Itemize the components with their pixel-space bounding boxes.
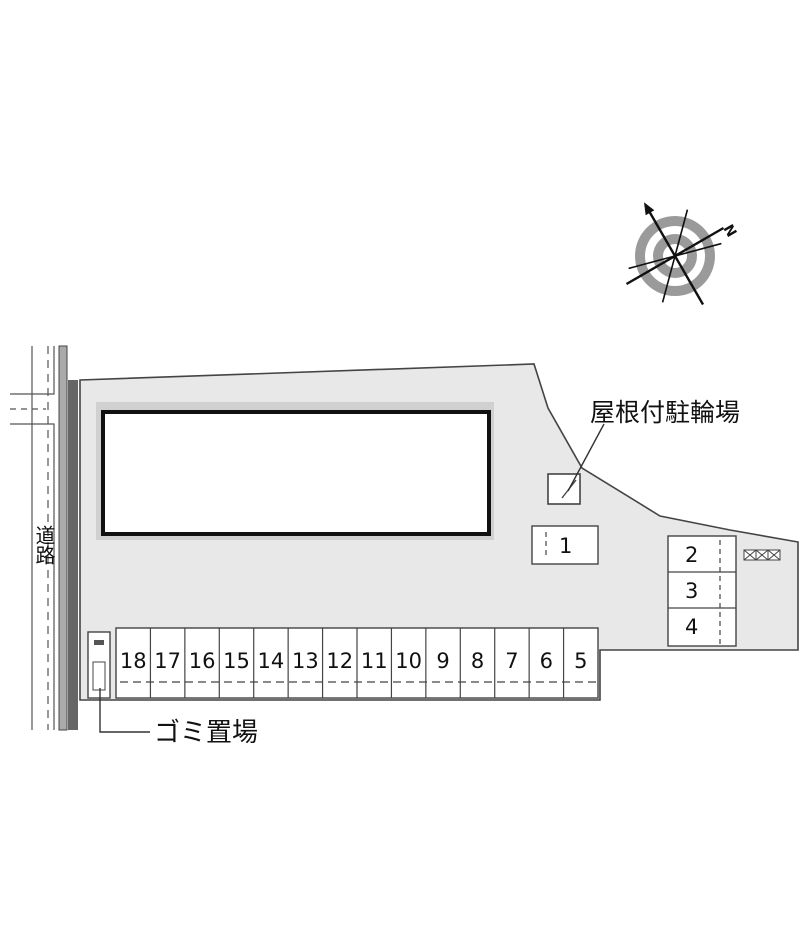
compass-north-label: N: [720, 222, 740, 240]
garbage-label: ゴミ置場: [154, 718, 258, 748]
utility-boxes: [743, 549, 781, 561]
garbage-area: ゴミ置場: [87, 631, 258, 748]
parking-number-7: 7: [505, 649, 518, 673]
bicycle-parking-label: 屋根付駐輪場: [590, 398, 740, 427]
road: 道路: [10, 345, 78, 731]
parking-number-15: 15: [223, 649, 250, 673]
bicycle-parking: 屋根付駐輪場: [547, 398, 740, 505]
parking-number-4: 4: [685, 615, 698, 639]
parking-number-12: 12: [326, 649, 353, 673]
parking-right-column: 2 3 4: [667, 535, 737, 647]
parking-number-5: 5: [574, 649, 587, 673]
building: [101, 410, 491, 536]
parking-number-14: 14: [258, 649, 285, 673]
compass-rose: N: [625, 202, 740, 306]
fence-hatch: [68, 380, 78, 730]
garbage-leader: [99, 688, 150, 733]
parking-number-9: 9: [436, 649, 449, 673]
side-road-upper: [10, 346, 55, 395]
road-label: 道路: [32, 525, 56, 565]
parking-number-2: 2: [685, 543, 698, 567]
parking-number-13: 13: [292, 649, 319, 673]
bicycle-parking-leader: [567, 423, 605, 492]
parking-number-16: 16: [189, 649, 216, 673]
side-road-lower: [10, 423, 55, 730]
parking-number-18: 18: [120, 649, 147, 673]
parking-number-6: 6: [540, 649, 553, 673]
parking-number-10: 10: [395, 649, 422, 673]
parking-number-1: 1: [559, 534, 572, 558]
garbage-bin: [92, 661, 106, 691]
parking-space-1: 1: [531, 525, 599, 565]
garbage-mark: [94, 640, 104, 645]
retaining-wall: [58, 345, 68, 731]
parking-number-17: 17: [154, 649, 181, 673]
parking-number-3: 3: [685, 579, 698, 603]
parking-number-8: 8: [471, 649, 484, 673]
parking-number-11: 11: [361, 649, 388, 673]
